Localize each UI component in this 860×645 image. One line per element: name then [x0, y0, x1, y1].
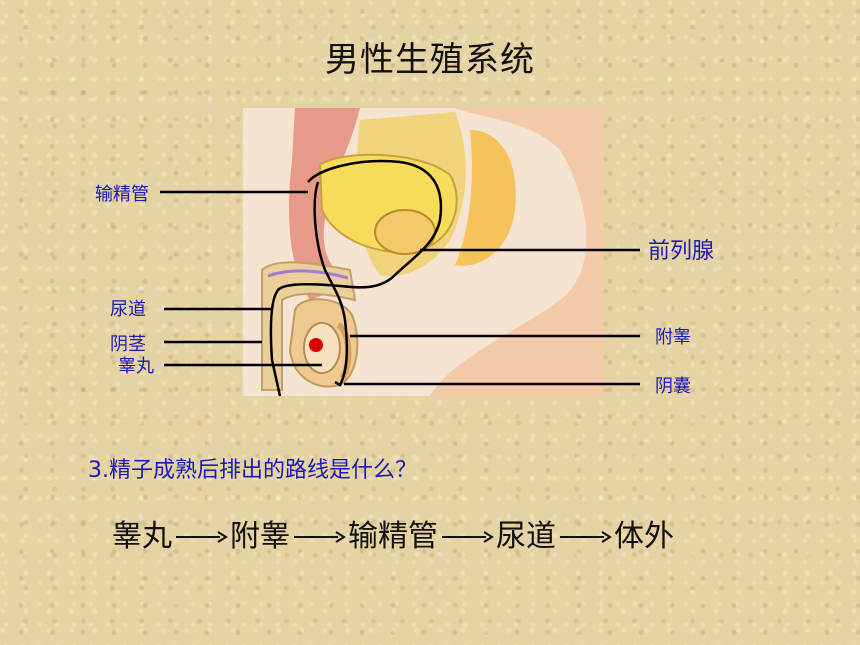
anatomy-illustration	[243, 108, 603, 396]
label-epididymis: 附睾	[655, 327, 691, 348]
right-arrow-icon	[442, 531, 494, 543]
right-arrow-icon	[294, 531, 346, 543]
label-penis: 阴茎	[110, 334, 146, 355]
pathway-step: 附睾	[230, 519, 290, 554]
testis-marker	[309, 338, 323, 352]
label-vas-deferens: 输精管	[95, 184, 149, 205]
pathway-step: 体外	[614, 519, 674, 554]
label-testis: 睾丸	[118, 356, 154, 377]
pathway-step: 睾丸	[112, 519, 172, 554]
sperm-pathway-outline-inner	[313, 181, 349, 387]
sperm-pathway-outline	[269, 159, 443, 397]
label-scrotum: 阴囊	[655, 376, 691, 397]
pathway-step: 尿道	[496, 519, 556, 554]
right-arrow-icon	[176, 531, 228, 543]
slide-title: 男性生殖系统	[325, 40, 535, 80]
sperm-pathway-flow: 睾丸 附睾 输精管 尿道 体外	[112, 510, 674, 556]
question-text: 3.精子成熟后排出的路线是什么？	[88, 458, 417, 483]
label-prostate: 前列腺	[648, 239, 715, 264]
pathway-step: 输精管	[348, 519, 438, 554]
label-urethra: 尿道	[110, 299, 146, 320]
right-arrow-icon	[560, 531, 612, 543]
